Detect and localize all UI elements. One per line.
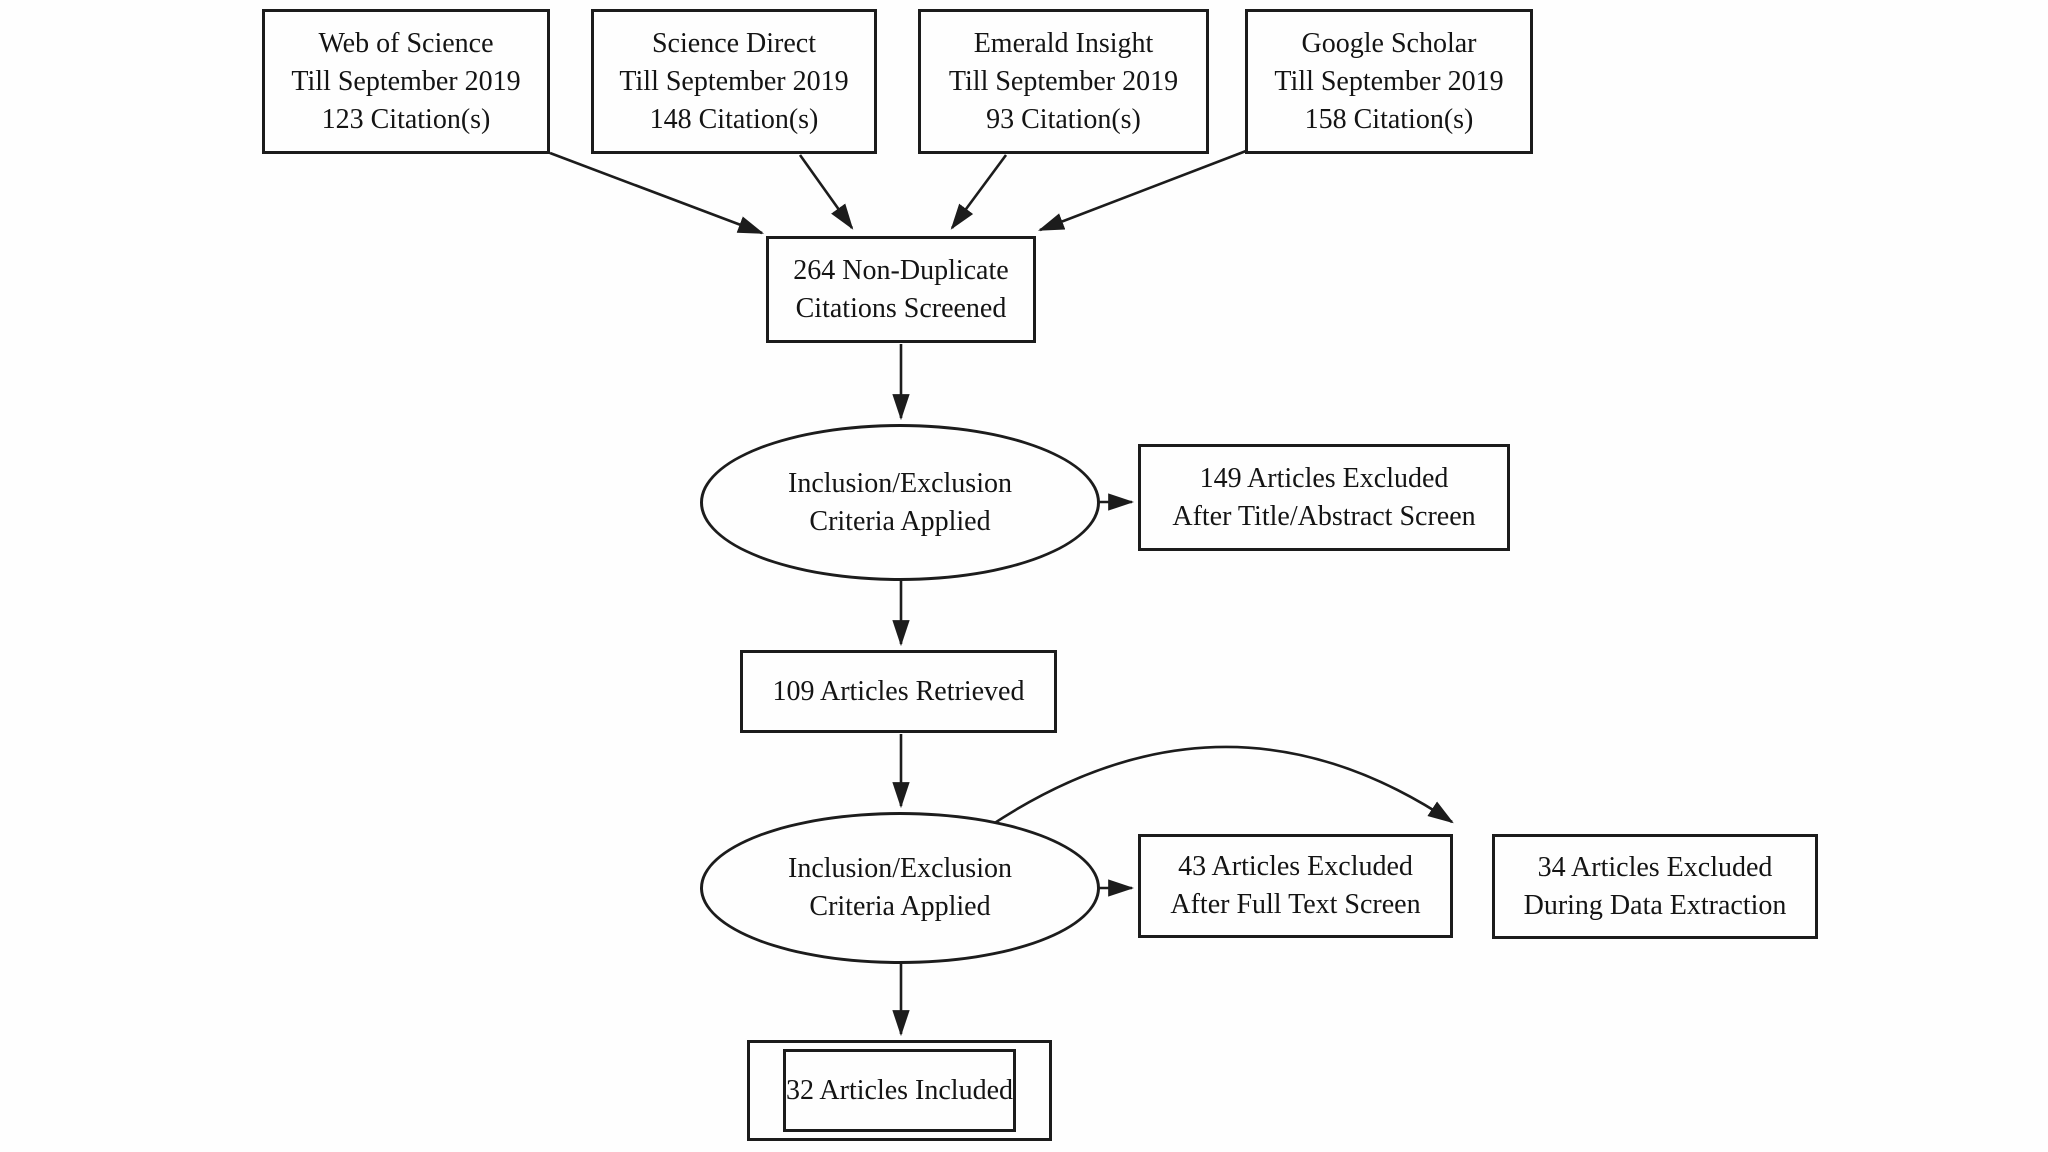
criteria-line2: Criteria Applied [809,505,991,537]
excluded-line1: 149 Articles Excluded [1199,462,1449,494]
excluded-line1: 34 Articles Excluded [1537,851,1773,883]
source-name: Google Scholar [1301,27,1477,59]
source-name: Science Direct [651,27,817,59]
excluded-line2: During Data Extraction [1523,889,1787,921]
source-box-google-scholar: Google Scholar Till September 2019 158 C… [1245,9,1533,154]
criteria-line1: Inclusion/Exclusion [788,853,1012,884]
included-box-inner: 32 Articles Included [782,1049,1017,1132]
source-box-science-direct: Science Direct Till September 2019 148 C… [591,9,877,154]
excluded-line2: After Full Text Screen [1170,889,1421,920]
screened-box: 264 Non-Duplicate Citations Screened [766,236,1036,343]
screened-line2: Citations Screened [795,292,1007,324]
criteria-ellipse-2: Inclusion/Exclusion Criteria Applied [700,812,1100,964]
source-period: Till September 2019 [291,65,521,97]
source-box-web-of-science: Web of Science Till September 2019 123 C… [262,9,550,154]
arrow-criteria2-to-excluded-data-extraction [989,745,1454,828]
screened-line1: 264 Non-Duplicate [793,254,1009,286]
criteria-ellipse-1: Inclusion/Exclusion Criteria Applied [700,424,1100,581]
source-name: Emerald Insight [973,27,1154,59]
source-name: Web of Science [318,27,494,59]
criteria-line1: Inclusion/Exclusion [788,467,1012,499]
arrow-science-direct-to-screened [798,154,854,230]
included-box: 32 Articles Included [747,1040,1052,1141]
source-period: Till September 2019 [1274,65,1504,97]
retrieved-box: 109 Articles Retrieved [740,650,1057,733]
source-period: Till September 2019 [948,65,1179,97]
source-citations: 148 Citation(s) [649,103,819,135]
excluded-title-abstract-box: 149 Articles Excluded After Title/Abstra… [1138,444,1510,551]
included-label: 32 Articles Included [785,1074,1014,1106]
arrow-emerald-insight-to-screened [950,154,1008,230]
excluded-data-extraction-box: 34 Articles Excluded During Data Extract… [1492,834,1818,939]
source-citations: 93 Citation(s) [986,103,1141,135]
criteria-line2: Criteria Applied [809,891,991,922]
source-citations: 123 Citation(s) [321,103,491,135]
source-citations: 158 Citation(s) [1304,103,1474,135]
excluded-line1: 43 Articles Excluded [1178,851,1413,882]
arrow-web-of-science-to-screened [549,151,765,235]
arrow-google-scholar-to-screened [1037,149,1247,232]
excluded-line2: After Title/Abstract Screen [1172,500,1476,532]
excluded-full-text-box: 43 Articles Excluded After Full Text Scr… [1138,834,1453,938]
source-box-emerald-insight: Emerald Insight Till September 2019 93 C… [918,9,1209,154]
retrieved-label: 109 Articles Retrieved [772,675,1025,707]
source-period: Till September 2019 [619,65,849,97]
